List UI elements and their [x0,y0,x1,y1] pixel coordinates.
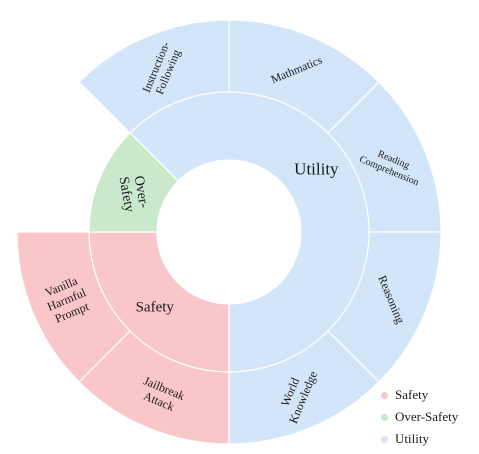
legend-swatch-utility [381,435,388,443]
legend-label-utility: Utility [395,431,429,446]
legend-item-safety: Safety [381,384,458,406]
inner-label-utility: Utility [294,159,339,178]
legend-swatch-over-safety [381,413,388,421]
legend-swatch-safety [381,391,388,399]
outer-ring [16,19,442,445]
legend-item-over-safety: Over-Safety [381,406,458,428]
outer-slice-world-knowledge [228,330,380,445]
legend-item-utility: Utility [381,428,458,450]
inner-label-safety: Safety [136,300,175,316]
legend: Safety Over-Safety Utility [381,384,458,450]
legend-label-safety: Safety [395,387,429,402]
outer-slice-vanilla-harmful-prompt [16,231,131,383]
legend-label-over-safety: Over-Safety [395,409,459,424]
outer-label-over-safety: Over-Safety [116,173,152,213]
